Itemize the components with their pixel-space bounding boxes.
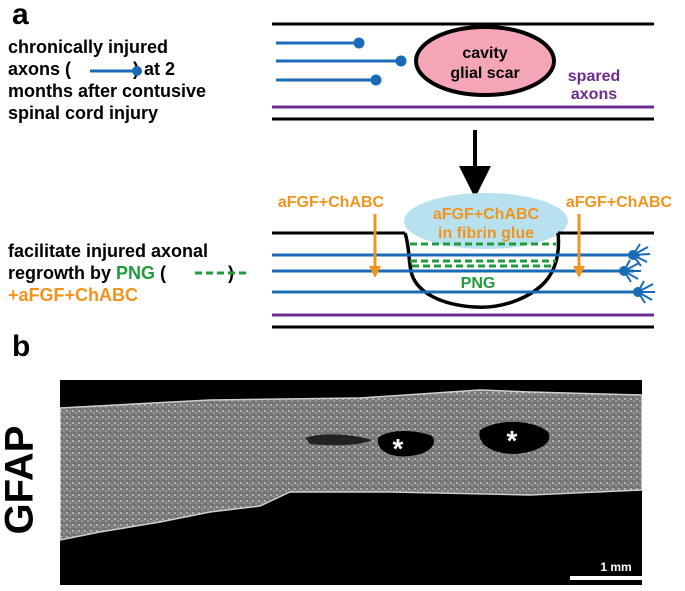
asterisk-2: * [507, 425, 518, 456]
cavity-2 [479, 421, 550, 454]
neuron-icon-1 [628, 243, 651, 267]
fibrin-glue-area [404, 193, 568, 249]
treatment-right: aFGF+ChABC [566, 194, 673, 278]
description-line-2b: ) at 2 [133, 59, 176, 79]
description-line-2: axons ( ) at 2 [8, 58, 206, 80]
regrowth-line-2b: ( [155, 263, 167, 283]
axons-label: axons [571, 86, 617, 103]
glue-label-1: aFGF+ChABC [433, 206, 540, 223]
treatment-right-arrowhead [573, 266, 585, 278]
injured-cord: cavity glial scar spared axons [272, 22, 654, 121]
panel-b-label: b [12, 330, 31, 363]
panel-a-label: a [12, 0, 29, 31]
neuron-icon-2 [619, 259, 641, 283]
cavity-glial-scar [414, 25, 556, 97]
gfap-label: GFAP [0, 425, 42, 535]
spinal-cord-section [60, 389, 642, 541]
regrowth-line-1: facilitate injured axonal [8, 241, 209, 261]
treatment-left: aFGF+ChABC [278, 194, 385, 278]
spared-label: spared [568, 68, 620, 85]
description-line-3: months after contusive [8, 81, 207, 101]
injured-axon-1 [276, 37, 365, 49]
dark-tract [305, 434, 372, 446]
png-label: PNG [461, 275, 496, 292]
gfap-micrograph: * * 1 mm [60, 380, 642, 585]
scale-bar-label: 1 mm [600, 560, 632, 574]
regrowth-line-2: regrowth by PNG () [8, 262, 234, 284]
axon-legend-icon [90, 66, 142, 76]
description-line-1: chronically injured [8, 37, 169, 57]
asterisk-1: * [393, 433, 404, 464]
neuron-icon-3 [633, 280, 655, 304]
spinal-cord-diagram: cavity glial scar spared axons aFGF+ChAB… [90, 22, 673, 329]
glial-scar-label: glial scar [450, 65, 519, 82]
regrowth-line-3: +aFGF+ChABC [8, 285, 139, 305]
cavity-1 [377, 431, 434, 457]
micrograph-image: * * [60, 389, 642, 541]
treatment-left-label: aFGF+ChABC [278, 194, 385, 211]
regrowth-png-word: PNG [116, 263, 156, 283]
description-line-2a: axons ( [8, 59, 72, 79]
treated-cord: aFGF+ChABC in fibrin glue PNG [272, 193, 655, 329]
gfap-label-container: GFAP [0, 420, 42, 540]
regrowth-line-2a: regrowth by [8, 263, 117, 283]
cavity-label: cavity [462, 45, 507, 62]
treatment-left-arrowhead [369, 266, 381, 278]
regrowth-description: facilitate injured axonal regrowth by PN… [8, 240, 234, 306]
scale-bar [570, 576, 642, 580]
injured-axon-3 [276, 74, 382, 86]
injured-axon-2 [276, 55, 407, 67]
description-line-4: spinal cord injury [8, 103, 159, 123]
glue-label-2: in fibrin glue [438, 225, 534, 242]
injured-axons-description: chronically injured axons ( ) at 2 months… [8, 36, 206, 124]
treatment-right-label: aFGF+ChABC [566, 194, 673, 211]
